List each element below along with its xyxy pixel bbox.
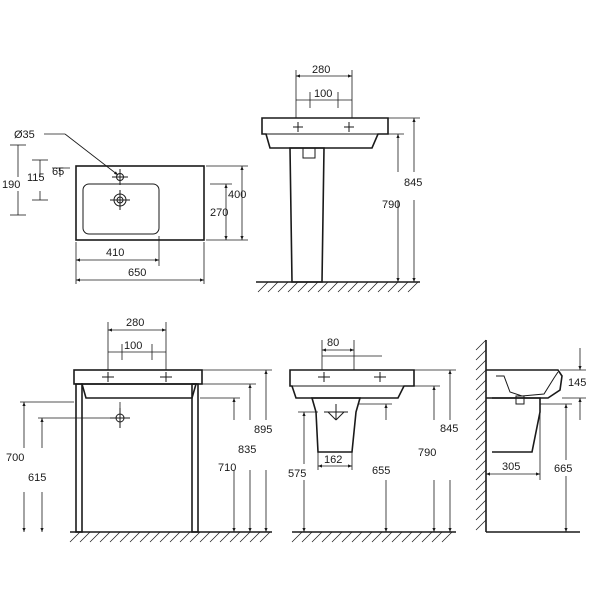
label-655: 655 (372, 465, 390, 477)
label-100: 100 (314, 88, 332, 100)
frame-leg-left (75, 383, 83, 533)
basin-outline (75, 165, 205, 241)
side-view: 145 665 305 (475, 339, 586, 533)
label-145: 145 (568, 377, 586, 389)
label-410: 410 (106, 247, 124, 259)
label-305: 305 (502, 461, 520, 473)
label-845: 845 (440, 423, 458, 435)
basin-body (289, 369, 415, 399)
label-700: 700 (6, 452, 24, 464)
pedestal-front-view: 280 100 845 790 (256, 64, 426, 293)
pedestal (289, 147, 325, 283)
basin-body (261, 117, 389, 149)
label-65: 65 (52, 166, 64, 178)
label-895: 895 (254, 424, 272, 436)
label-100: 100 (124, 340, 142, 352)
top-view: Ø35 190 115 65 400 270 410 650 (0, 129, 248, 284)
label-162: 162 (324, 454, 342, 466)
label-790: 790 (382, 199, 400, 211)
label-710: 710 (218, 462, 236, 474)
semi-pedestal-side (492, 397, 541, 453)
label-615: 615 (28, 472, 46, 484)
label-845: 845 (404, 177, 422, 189)
semi-pedestal-front-view: 80 162 575 (286, 337, 462, 543)
label-790: 790 (418, 447, 436, 459)
label-80: 80 (327, 337, 339, 349)
bowl-outline (82, 183, 160, 235)
frame-leg-right (191, 383, 199, 533)
label-270: 270 (210, 207, 228, 219)
label-280: 280 (126, 317, 144, 329)
label-diameter: Ø35 (14, 129, 35, 141)
label-575: 575 (288, 468, 306, 480)
basin-body (73, 369, 203, 385)
frame-front-view: 280 100 (0, 317, 276, 543)
label-650: 650 (128, 267, 146, 279)
label-665: 665 (554, 463, 572, 475)
label-400: 400 (228, 189, 246, 201)
label-835: 835 (238, 444, 256, 456)
label-115: 115 (27, 172, 45, 184)
label-190: 190 (2, 179, 20, 191)
label-280: 280 (312, 64, 330, 76)
